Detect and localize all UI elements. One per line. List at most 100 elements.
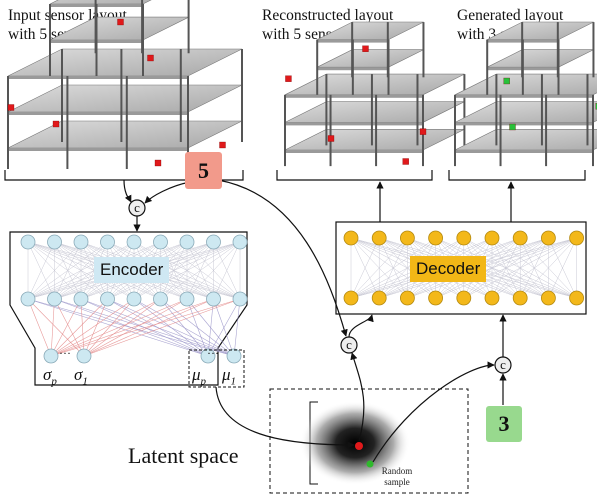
sensor-marker [595, 103, 597, 110]
arrow-mu-to-latent [215, 386, 355, 449]
sensor-marker [509, 123, 516, 131]
sensor-marker [327, 135, 335, 142]
sigma-1-symbol: σ1 [74, 365, 88, 387]
decoder-hidden-node [484, 230, 500, 246]
sensor-count-badge-3: 3 [486, 406, 522, 442]
reconstructed-bracket [276, 170, 433, 181]
svg-text:c: c [134, 200, 140, 215]
decoder-hidden-node [343, 230, 359, 246]
mu-1-sub: 1 [230, 375, 237, 388]
random-sample-label-line1: Random [381, 466, 413, 476]
encoder-hidden-node [232, 291, 248, 307]
encoder-input-node [126, 234, 142, 250]
decoder-nodes [343, 230, 584, 306]
encoder-nodes [20, 234, 248, 364]
arrow-random-to-concat-right [372, 361, 495, 463]
sensor-marker [285, 75, 292, 82]
decoder-hidden-node [569, 230, 584, 246]
decoder-input-node [371, 290, 387, 306]
decoder-hidden-node [456, 230, 472, 246]
encoder-hidden-node [100, 291, 115, 307]
random-sample-label: Random sample [372, 466, 422, 488]
mu-p-sub: p [200, 375, 207, 388]
encoder-input-node [153, 234, 168, 250]
encoder-input-node [179, 234, 195, 250]
sigma-1-base: σ [74, 365, 83, 384]
encoder-hidden-node [20, 291, 36, 307]
sensor-marker [402, 158, 409, 165]
arrow-input-to-concat [123, 179, 132, 203]
decoder-hidden-node [541, 230, 556, 246]
sensor-marker [154, 159, 162, 167]
encoder-input-node [100, 234, 115, 250]
encoder-mu-node [226, 348, 242, 364]
generated-building-model [454, 21, 597, 167]
encoder-hidden-node [153, 291, 168, 307]
decoder-input-node [343, 290, 359, 306]
arrow-five-to-concat [144, 181, 191, 204]
generated-bracket [448, 170, 586, 181]
sigma-p-base: σ [43, 365, 52, 384]
encoder-mu-node [200, 348, 216, 364]
decoder-input-node [569, 290, 584, 306]
sigma-p-sub: p [51, 375, 57, 388]
concat-circle-right: c [494, 356, 512, 374]
concat-circle-top: c [128, 199, 146, 217]
generated-layout-title-line1: Generated layout [457, 7, 564, 24]
encoder-hidden-node [47, 291, 62, 307]
svg-text:c: c [500, 357, 506, 372]
decoder-input-node [541, 290, 556, 306]
concat-circle-middle: c [340, 336, 358, 354]
random-sample-label-line2: sample [384, 477, 410, 487]
arrow-latent-to-concat-middle [350, 352, 365, 442]
reconstructed-layout-title-line1: Reconstructed layout [262, 7, 394, 24]
decoder-hidden-node [371, 230, 387, 246]
encoder-sigma-node [43, 348, 59, 364]
arrow-concat-middle-to-decoder [348, 314, 374, 338]
dots-symbol-mu: ··· [207, 346, 219, 360]
encoder-sigma-node [76, 348, 92, 364]
decoder-hidden-node [399, 230, 415, 246]
sensor-marker [503, 77, 510, 85]
decoder-input-node [512, 290, 528, 306]
encoder-hidden-node [73, 291, 89, 307]
decoder-input-node [428, 290, 444, 306]
decoder-hidden-node [512, 230, 528, 246]
decoder-input-node [399, 290, 415, 306]
sensor-marker [362, 45, 369, 52]
sensor-count-badge-5: 5 [185, 152, 222, 189]
latent-point-red [355, 442, 363, 450]
sensor-marker [117, 18, 124, 26]
encoder-hidden-node [126, 291, 142, 307]
encoder-input-node [73, 234, 89, 250]
mu-p-symbol: μp [192, 365, 206, 387]
reconstructed-building-model [284, 21, 466, 167]
encoder-hidden-node [206, 291, 221, 307]
decoder-hidden-node [428, 230, 444, 246]
arrow-five-to-concat-middle [217, 179, 348, 337]
sigma-p-symbol: σp [43, 365, 57, 387]
encoder-input-node [206, 234, 221, 250]
latent-space-box [269, 388, 469, 494]
sigma-1-sub: 1 [82, 375, 88, 388]
mu-1-symbol: μ1 [222, 365, 236, 387]
sensor-marker [52, 120, 60, 128]
mu-p-base: μ [192, 365, 201, 384]
encoder-input-node [20, 234, 36, 250]
sensor-marker [7, 104, 15, 111]
decoder-input-node [484, 290, 500, 306]
encoder-input-node [47, 234, 62, 250]
encoder-input-node [232, 234, 248, 250]
latent-distribution [300, 401, 410, 485]
latent-space-label: Latent space [128, 443, 239, 468]
encoder-hidden-node [179, 291, 195, 307]
decoder-label: Decoder [410, 256, 487, 282]
dots-symbol: ··· [59, 346, 71, 360]
sensor-marker [147, 54, 154, 62]
svg-text:c: c [346, 337, 352, 352]
decoder-input-node [456, 290, 472, 306]
mu-group-box [188, 349, 245, 388]
mu-1-base: μ [222, 365, 231, 384]
sensor-marker [419, 128, 427, 135]
random-sample-point [366, 460, 374, 468]
